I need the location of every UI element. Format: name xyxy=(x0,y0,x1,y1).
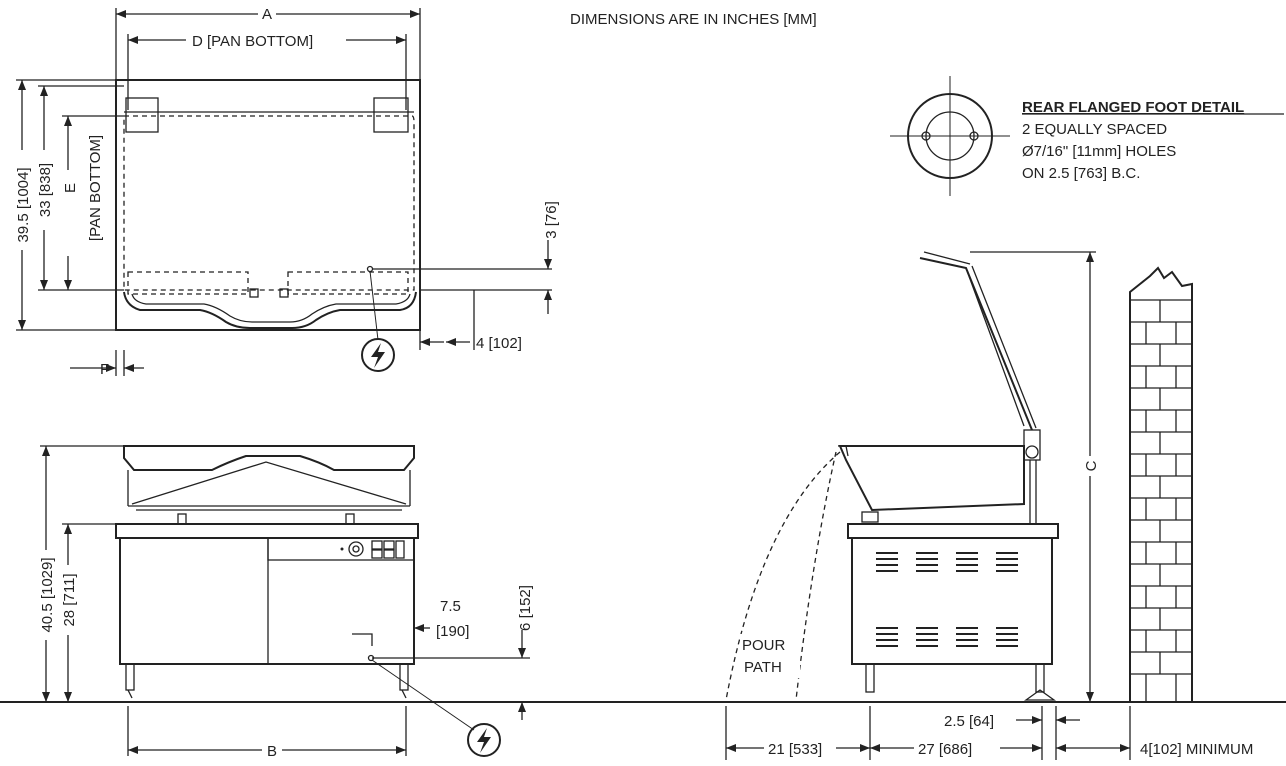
dim-4-min-label: 4[102] MINIMUM xyxy=(1140,741,1253,758)
dim-a-label: A xyxy=(262,6,272,23)
dim-height-28-label: 28 [711] xyxy=(61,573,78,626)
foot-detail-title: REAR FLANGED FOOT DETAIL xyxy=(1022,99,1244,116)
units-note: DIMENSIONS ARE IN INCHES [MM] xyxy=(570,11,817,28)
top-view: A D [PAN BOTTOM] 39.5 [ xyxy=(12,6,560,378)
foot-detail-line3: ON 2.5 [763] B.C. xyxy=(1022,165,1140,182)
foot-detail-line2: Ø7/16" [11mm] HOLES xyxy=(1022,143,1176,160)
dim-f-label: F xyxy=(100,361,109,378)
dim-6-label: 6 [152] xyxy=(517,585,534,631)
pour-label-2: PATH xyxy=(744,659,782,676)
dim-21-label: 21 [533] xyxy=(768,741,822,758)
dim-7-5-label: 7.5 xyxy=(440,598,461,615)
foot-detail-line1: 2 EQUALLY SPACED xyxy=(1022,121,1167,138)
dim-height-total-label: 40.5 [1029] xyxy=(39,557,56,632)
side-view: POUR PATH C 21 [533] 27 [686] xyxy=(725,251,1253,760)
vent-grille xyxy=(876,552,1018,647)
dim-depth-33-label: 33 [838] xyxy=(37,163,54,217)
front-view: 40.5 [1029] 28 [711] 7.5 [190] 6 [152] B xyxy=(0,445,1286,760)
dim-3-label: 3 [76] xyxy=(543,201,560,239)
electrical-symbol-icon xyxy=(467,723,501,757)
pour-label-1: POUR xyxy=(742,637,786,654)
dim-c-label: C xyxy=(1083,460,1100,471)
dim-2-5-label: 2.5 [64] xyxy=(944,713,994,730)
dim-e-label: E xyxy=(62,183,79,193)
electrical-symbol-icon xyxy=(361,338,395,372)
dim-e-sub-label: [PAN BOTTOM] xyxy=(87,135,104,241)
dim-b-label: B xyxy=(267,743,277,760)
dim-4-label: 4 [102] xyxy=(476,335,522,352)
foot-detail: REAR FLANGED FOOT DETAIL 2 EQUALLY SPACE… xyxy=(890,76,1284,196)
dim-27-label: 27 [686] xyxy=(918,741,972,758)
dim-7-5-mm-label: [190] xyxy=(436,623,469,640)
dim-d-label: D [PAN BOTTOM] xyxy=(192,33,313,50)
brick-wall xyxy=(1129,266,1193,702)
dim-overall-depth-label: 39.5 [1004] xyxy=(15,167,32,242)
